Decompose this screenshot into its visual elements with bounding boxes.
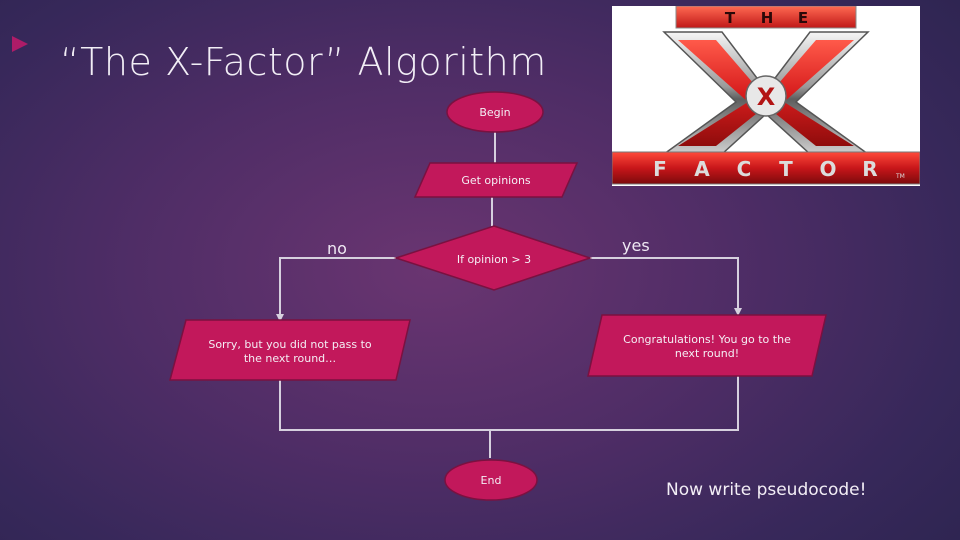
begin-node: Begin bbox=[446, 91, 544, 133]
x-factor-logo: T H E X F A C T O R TM bbox=[612, 6, 920, 186]
decision-label: If opinion > 3 bbox=[457, 253, 531, 266]
yes-outcome-node: Congratulations! You go to the next roun… bbox=[587, 314, 827, 377]
yes-outcome-line-1: Congratulations! You go to the bbox=[623, 333, 791, 346]
logo-x-mark: X bbox=[661, 31, 871, 155]
connector-no-outcome-to-merge bbox=[279, 380, 490, 431]
logo-bottom-bar bbox=[612, 151, 920, 185]
logo-center-letter: X bbox=[757, 83, 776, 111]
get-opinions-label: Get opinions bbox=[461, 174, 531, 187]
logo-top-letter-e: E bbox=[798, 9, 808, 27]
logo-bottom-letter-r: R bbox=[862, 157, 877, 181]
logo-top-letter-h: H bbox=[761, 9, 774, 27]
end-node: End bbox=[444, 459, 538, 501]
begin-label: Begin bbox=[479, 106, 510, 119]
logo-trademark: TM bbox=[895, 173, 905, 180]
no-outcome-node: Sorry, but you did not pass to the next … bbox=[169, 319, 411, 381]
logo-top-bar bbox=[675, 6, 857, 29]
end-label: End bbox=[481, 474, 502, 487]
pseudocode-prompt: Now write pseudocode! bbox=[666, 480, 867, 500]
title-accent-triangle bbox=[12, 36, 28, 52]
logo-bottom-letter-f: F bbox=[653, 157, 667, 181]
get-opinions-node: Get opinions bbox=[413, 162, 579, 198]
connectors bbox=[276, 130, 742, 458]
x-factor-logo-artwork: T H E X F A C T O R TM bbox=[612, 6, 920, 185]
yes-branch-label: yes bbox=[622, 236, 650, 255]
logo-top-letter-t: T bbox=[725, 9, 736, 27]
logo-bottom-letter-c: C bbox=[737, 157, 752, 181]
decision-node: If opinion > 3 bbox=[393, 225, 593, 291]
connector-decision-yes-branch bbox=[590, 257, 742, 316]
connector-decision-no-branch bbox=[276, 257, 396, 322]
slide-title: “The X-Factor” Algorithm bbox=[60, 40, 547, 84]
logo-bottom-letter-o: O bbox=[819, 157, 836, 181]
no-outcome-line-2: the next round… bbox=[244, 352, 336, 365]
logo-bottom-letter-a: A bbox=[694, 157, 710, 181]
connector-yes-outcome-to-merge bbox=[490, 376, 739, 431]
no-outcome-line-1: Sorry, but you did not pass to bbox=[208, 338, 372, 351]
no-branch-label: no bbox=[327, 239, 347, 258]
logo-center-emblem bbox=[745, 75, 787, 117]
logo-bottom-letter-t: T bbox=[779, 157, 793, 181]
yes-outcome-line-2: next round! bbox=[675, 347, 739, 360]
